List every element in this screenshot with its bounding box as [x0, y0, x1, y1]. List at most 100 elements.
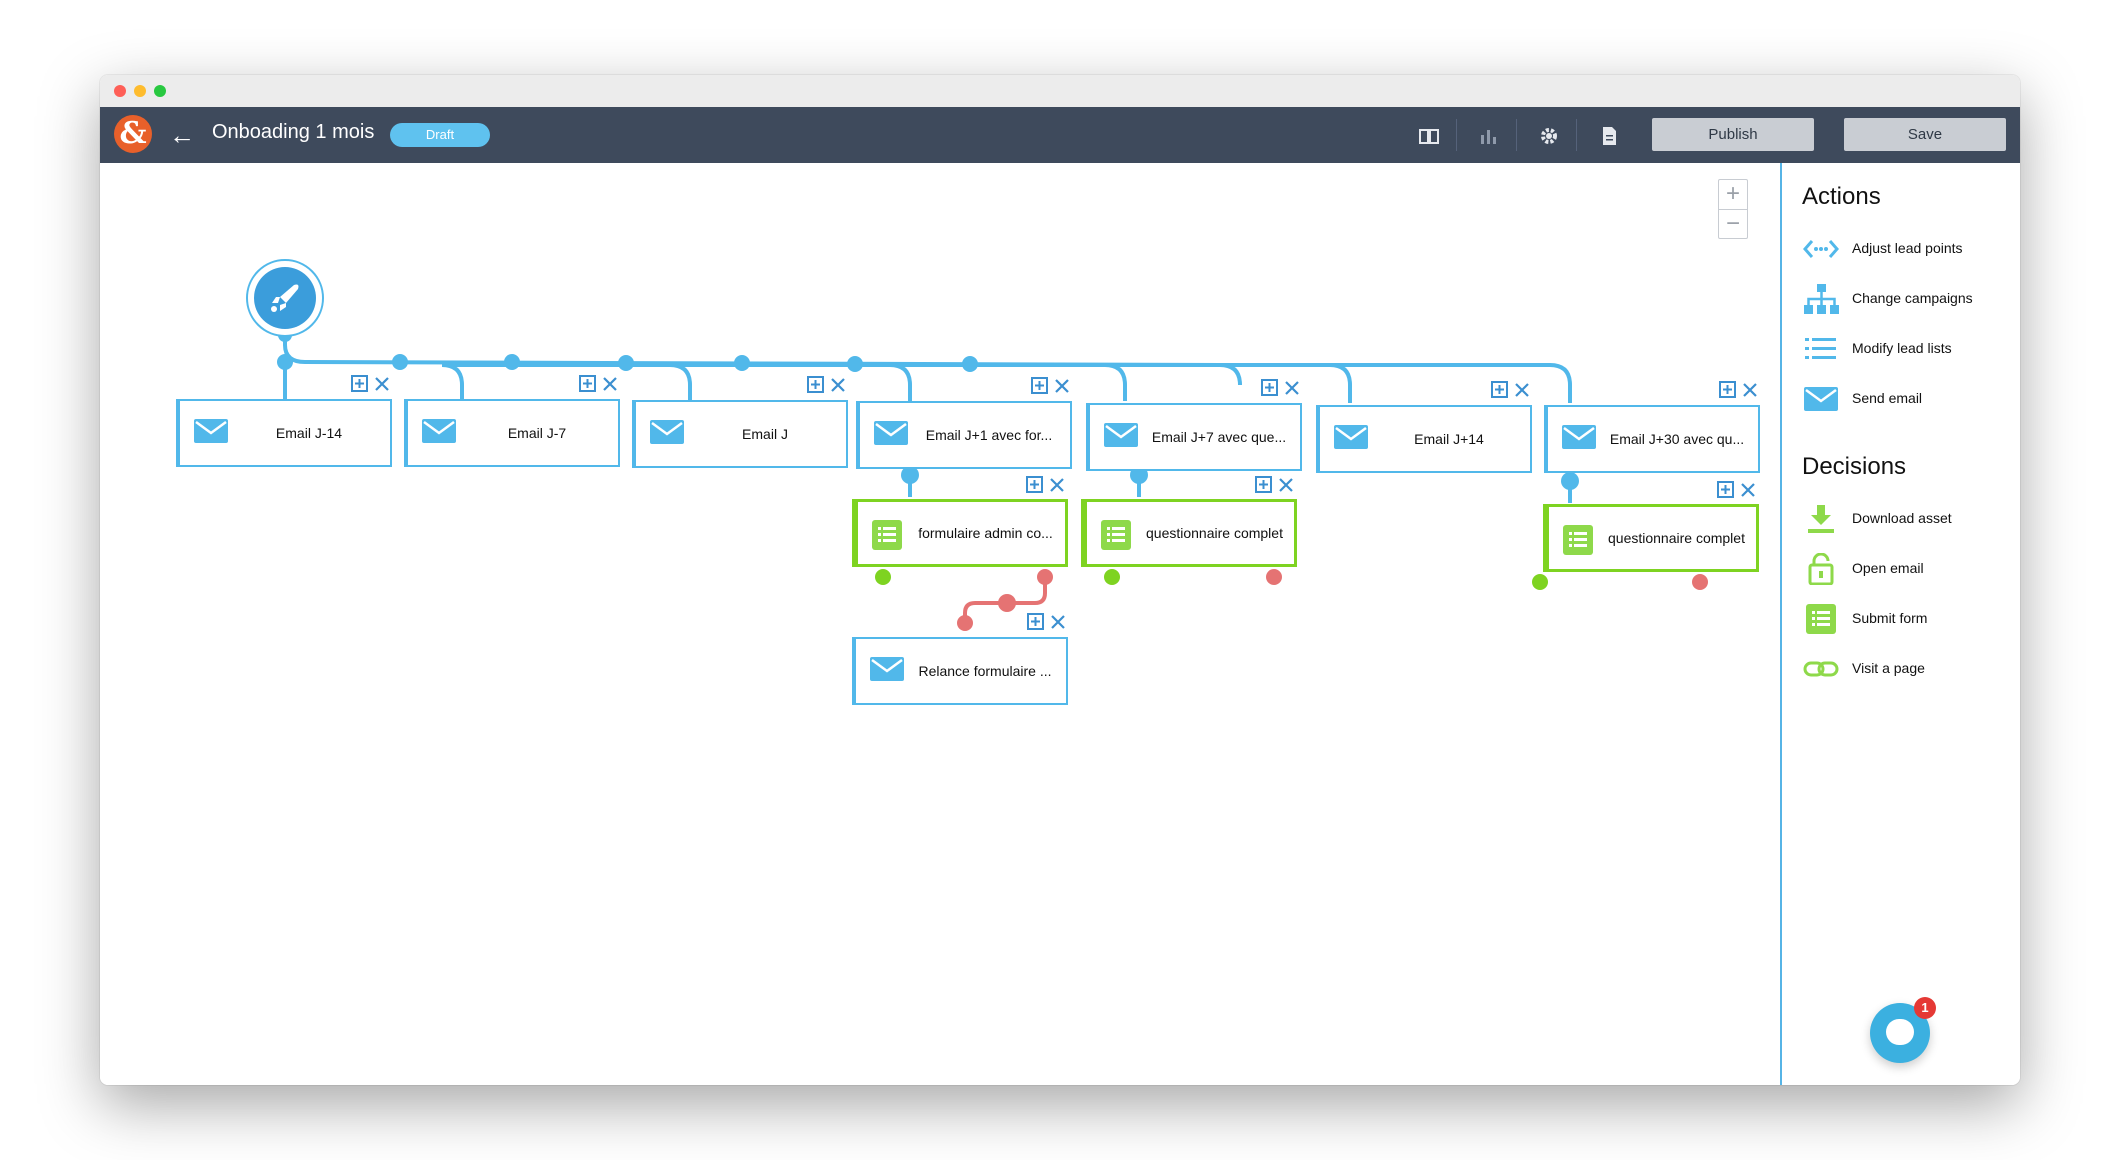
form-list-icon: [1802, 603, 1840, 635]
node-tools: [1260, 377, 1304, 399]
envelope-icon: [650, 420, 684, 449]
workflow-node[interactable]: Relance formulaire ...: [852, 613, 1068, 705]
close-window-button[interactable]: [114, 85, 126, 97]
panel-item-label: Modify lead lists: [1852, 340, 1952, 356]
panel-item-label: Send email: [1852, 390, 1923, 406]
panel-item-change-campaigns[interactable]: Change campaigns: [1802, 279, 2017, 319]
maximize-window-button[interactable]: [154, 85, 166, 97]
campaign-start-node[interactable]: [246, 259, 324, 337]
minimize-window-button[interactable]: [134, 85, 146, 97]
envelope-icon: [870, 657, 904, 686]
panel-item-label: Adjust lead points: [1852, 240, 1963, 256]
panel-item-modify-lead-lists[interactable]: Modify lead lists: [1802, 329, 2017, 369]
panel-item-adjust-lead-points[interactable]: Adjust lead points: [1802, 229, 2017, 269]
panel-item-submit-form[interactable]: Submit form: [1802, 599, 2017, 639]
actions-heading: Actions: [1802, 183, 1881, 210]
node-label: formulaire admin co...: [918, 525, 1053, 541]
node-tools: [1030, 375, 1074, 397]
form-list-icon: [1563, 525, 1593, 560]
panel-item-label: Visit a page: [1852, 660, 1925, 676]
save-button[interactable]: Save: [1844, 118, 2006, 151]
node-tools: [1254, 474, 1298, 496]
node-tools: [578, 373, 622, 395]
download-icon: [1802, 503, 1840, 535]
workflow-node[interactable]: questionnaire complet: [1543, 481, 1759, 572]
form-list-icon: [1101, 520, 1131, 555]
workflow-node[interactable]: Email J-7: [404, 375, 620, 467]
workflow-node[interactable]: Email J+30 avec qu...: [1544, 381, 1760, 473]
node-tools: [1025, 474, 1069, 496]
node-label: questionnaire complet: [1146, 525, 1283, 541]
panel-item-visit-a-page[interactable]: Visit a page: [1802, 649, 2017, 689]
bar-chart-icon[interactable]: [1478, 125, 1500, 147]
envelope-icon: [1104, 423, 1138, 452]
node-label: Email J+7 avec que...: [1151, 429, 1287, 445]
zoom-out-button[interactable]: −: [1725, 210, 1740, 237]
node-tools: [806, 374, 850, 396]
rocket-icon: [254, 267, 316, 329]
panel-item-label: Change campaigns: [1852, 290, 1973, 306]
node-tools: [350, 373, 394, 395]
campaign-title: Onboading 1 mois: [212, 121, 375, 143]
panel-item-label: Submit form: [1852, 610, 1928, 626]
top-toolbar: & ← Onboading 1 mois Draft Publish Save: [100, 107, 2020, 163]
node-tools: [1718, 379, 1762, 401]
gear-icon[interactable]: [1538, 125, 1560, 147]
app-window: & ← Onboading 1 mois Draft Publish Save …: [100, 75, 2020, 1085]
node-label: Relance formulaire ...: [918, 663, 1052, 679]
workflow-node[interactable]: Email J+14: [1316, 381, 1532, 473]
envelope-icon: [874, 421, 908, 450]
workflow-canvas[interactable]: + −: [100, 163, 1780, 1085]
workflow-node[interactable]: formulaire admin co...: [852, 476, 1068, 567]
envelope-icon: [1802, 383, 1840, 415]
code-arrows-icon: [1802, 233, 1840, 265]
node-tools: [1716, 479, 1760, 501]
node-label: questionnaire complet: [1608, 530, 1745, 546]
node-label: Email J-14: [275, 425, 343, 441]
toolbar-divider: [1456, 119, 1457, 151]
workflow-node[interactable]: Email J-14: [176, 375, 392, 467]
node-label: Email J+30 avec qu...: [1609, 431, 1745, 447]
workflow-node[interactable]: Email J: [632, 376, 848, 468]
panel-item-label: Download asset: [1852, 510, 1952, 526]
node-label: Email J+14: [1414, 431, 1484, 447]
toolbar-divider: [1516, 119, 1517, 151]
panel-item-label: Open email: [1852, 560, 1924, 576]
envelope-icon: [422, 419, 456, 448]
unlock-icon: [1802, 552, 1840, 586]
node-tools: [1490, 379, 1534, 401]
back-arrow-icon[interactable]: ←: [169, 120, 195, 150]
envelope-icon: [194, 419, 228, 448]
book-icon[interactable]: [1418, 125, 1440, 147]
document-icon[interactable]: [1598, 125, 1620, 147]
status-badge: Draft: [390, 123, 490, 147]
components-panel: Actions Adjust lead points Change campai…: [1780, 163, 2020, 1085]
list-icon: [1802, 333, 1840, 365]
form-list-icon: [872, 520, 902, 555]
panel-item-open-email[interactable]: Open email: [1802, 549, 2017, 589]
sitemap-icon: [1802, 283, 1840, 315]
chat-bubble-icon: [1886, 1019, 1914, 1045]
app-logo[interactable]: &: [114, 115, 152, 153]
chat-widget-button[interactable]: 1: [1870, 997, 1936, 1063]
zoom-control: + −: [1718, 179, 1748, 239]
publish-button[interactable]: Publish: [1652, 118, 1814, 151]
node-label: Email J+1 avec for...: [925, 427, 1053, 443]
node-label: Email J-7: [507, 425, 567, 441]
workflow-node[interactable]: Email J+7 avec que...: [1086, 379, 1302, 471]
link-icon: [1802, 653, 1840, 685]
window-titlebar: [100, 75, 2020, 107]
node-tools: [1026, 611, 1070, 633]
toolbar-divider: [1576, 119, 1577, 151]
zoom-in-button[interactable]: +: [1719, 180, 1747, 210]
envelope-icon: [1562, 425, 1596, 454]
panel-item-download-asset[interactable]: Download asset: [1802, 499, 2017, 539]
workflow-node[interactable]: Email J+1 avec for...: [856, 377, 1072, 469]
decisions-heading: Decisions: [1802, 453, 1907, 480]
chat-unread-badge: 1: [1914, 997, 1936, 1019]
node-label: Email J: [742, 426, 788, 442]
envelope-icon: [1334, 425, 1368, 454]
workflow-node[interactable]: questionnaire complet: [1081, 476, 1297, 567]
panel-item-send-email[interactable]: Send email: [1802, 379, 2017, 419]
workflow-connectors: [277, 328, 1708, 664]
